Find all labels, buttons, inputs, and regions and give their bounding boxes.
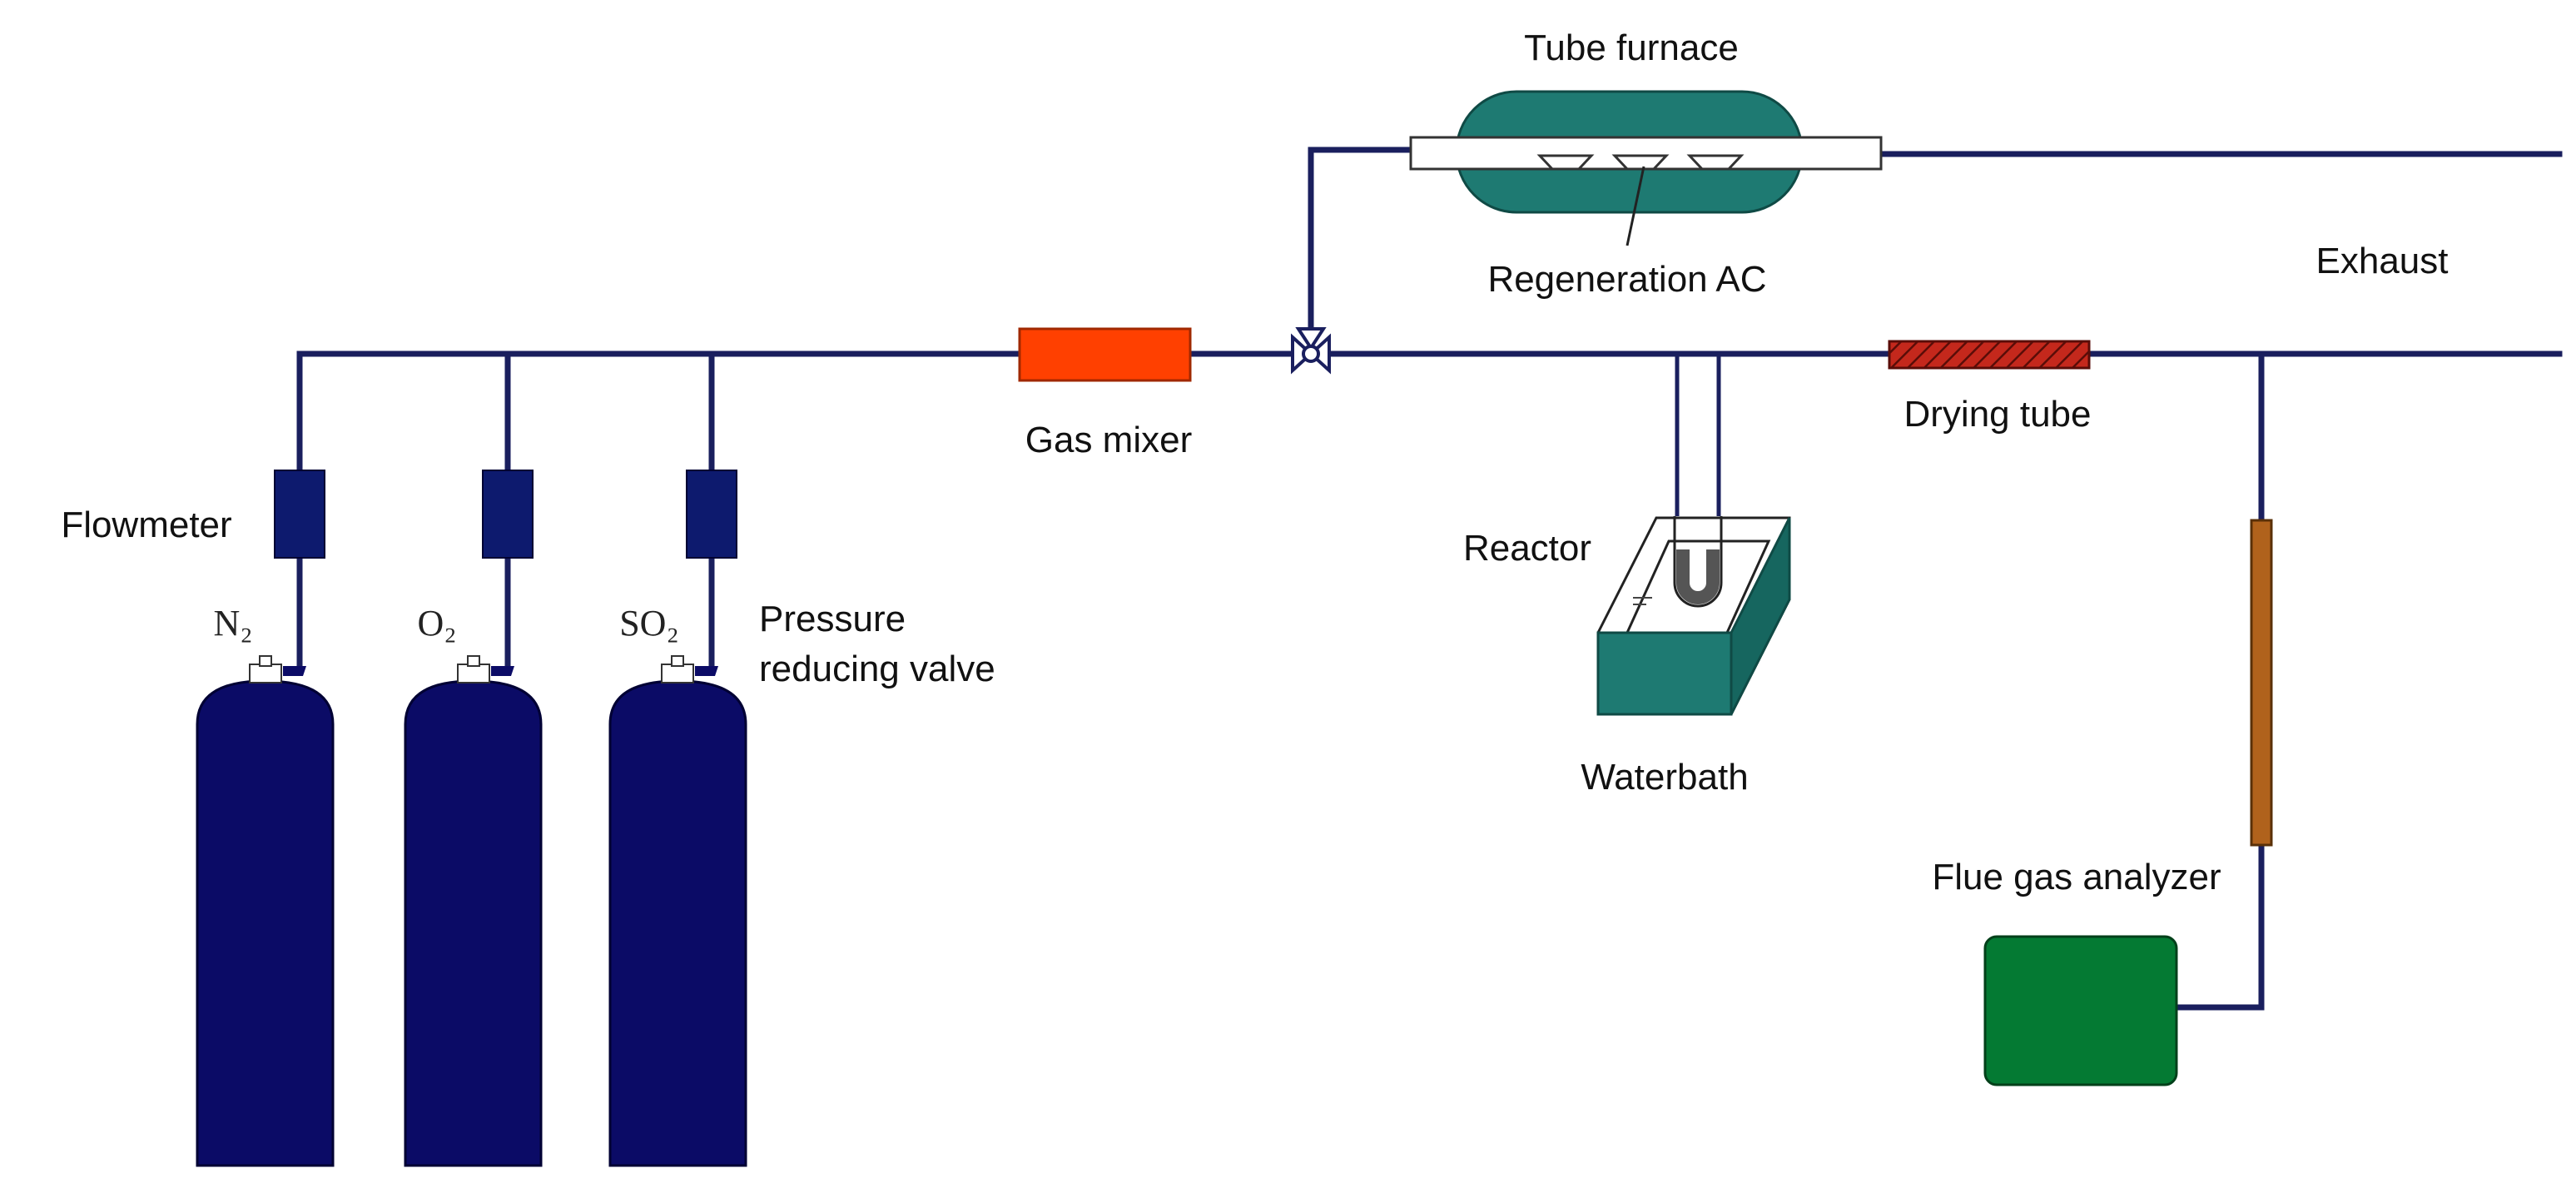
flue-gas-analyzer [1983,935,2178,1086]
cylinder-n2 [196,655,335,1167]
pipe-network [296,147,2563,1011]
reactor-label: Reactor [1463,528,1591,569]
flowmeter-o2 [482,470,534,559]
waterbath-label: Waterbath [1581,757,1748,798]
sample-boat-3 [1686,154,1745,171]
tube-furnace-label: Tube furnace [1524,27,1739,68]
tube-furnace [1409,90,1883,246]
waterbath [1596,516,1791,716]
analyzer-sample-tube [2250,519,2273,847]
gas-mixer [1018,327,1192,382]
exhaust-label: Exhaust [2316,241,2449,281]
gas-label-o2: O₂ [417,603,456,644]
cylinder-so2 [608,655,747,1167]
flowmeter-so2 [686,470,737,559]
cylinder-o2 [404,655,543,1167]
gas-mixer-label: Gas mixer [1025,420,1192,460]
flowmeter-label: Flowmeter [61,505,231,545]
pressure-valve-label-line1: Pressure [759,599,906,639]
u-tube-reactor [1673,354,1723,608]
regeneration-pointer [1626,166,1645,246]
gas-label-so2: SO₂ [619,603,679,644]
flowmeter-n2 [274,470,325,559]
drying-tube [1888,340,2091,370]
three-way-valve [1291,327,1331,375]
sample-boat-2 [1611,154,1670,171]
gas-label-n2: N₂ [213,603,252,644]
pressure-valve-label-line2: reducing valve [759,649,995,689]
drying-tube-label: Drying tube [1903,394,2091,435]
sample-boat-1 [1536,154,1595,171]
regeneration-ac-label: Regeneration AC [1487,259,1766,300]
flue-gas-analyzer-label: Flue gas analyzer [1932,857,2221,897]
